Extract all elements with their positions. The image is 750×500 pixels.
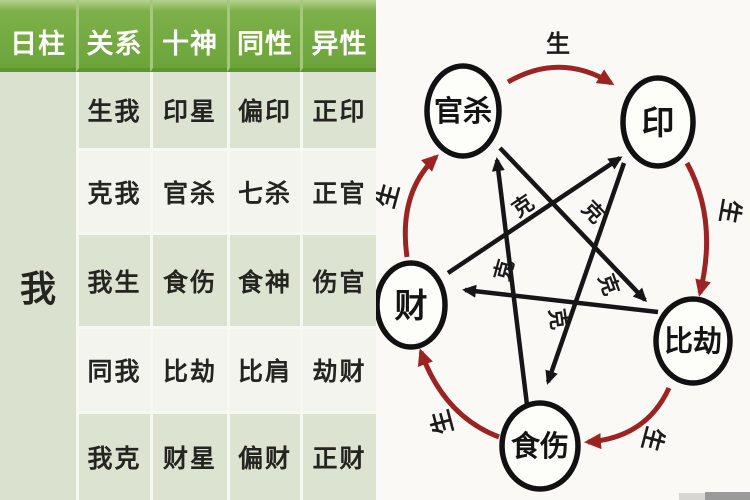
watermark-gray-bar [705, 492, 750, 500]
ten-gods-cycle-diagram: 官杀 印 比劫 食伤 财 生 生 生 生 生 克 克 克 克 克 [373, 0, 750, 500]
cell-same-polarity: 七杀 [227, 148, 300, 232]
cell-same-polarity: 偏印 [227, 72, 300, 148]
ke-arrow-guansha-bijie [498, 146, 648, 303]
node-guansha-label: 官杀 [434, 94, 492, 128]
sheng-arrow-shishang-cai [417, 348, 500, 440]
sheng-label-right: 生 [714, 197, 745, 225]
node-guansha-circle [424, 63, 502, 159]
cell-same-polarity: 比肩 [227, 326, 300, 411]
watermark-bar [679, 492, 750, 500]
cell-ten-god: 财星 [150, 411, 227, 500]
cell-opposite-polarity: 正财 [300, 411, 376, 500]
header-same-gender: 同性 [227, 0, 300, 72]
cell-ten-god: 官杀 [150, 148, 227, 232]
cell-opposite-polarity: 正官 [300, 148, 376, 232]
header-relation: 关系 [76, 0, 150, 72]
watermark-speckle [679, 493, 705, 500]
sheng-label-bottom-right: 生 [636, 424, 668, 454]
cell-same-polarity: 偏财 [227, 411, 300, 500]
cell-relation: 生我 [76, 72, 150, 148]
node-yin-label: 印 [642, 104, 675, 141]
cell-opposite-polarity: 劫财 [300, 326, 376, 411]
cell-opposite-polarity: 伤官 [300, 232, 376, 326]
cell-same-polarity: 食神 [227, 232, 300, 326]
sheng-arrow-cai-guansha [402, 154, 439, 258]
node-bijie-label: 比劫 [664, 325, 722, 358]
cell-relation: 我克 [76, 411, 150, 500]
node-bijie-circle [653, 296, 733, 386]
ke-arrow-shishang-guansha [491, 157, 531, 414]
ke-arrow-yin-shishang [545, 162, 627, 385]
cell-ten-god: 比劫 [150, 326, 227, 411]
cell-relation: 克我 [76, 148, 150, 232]
sheng-arrow-guansha-yin [506, 64, 615, 86]
ke-arrow-bijie-cai [462, 284, 659, 315]
node-cai-circle [374, 260, 448, 350]
sheng-label-top: 生 [546, 31, 570, 58]
node-yin-circle [620, 75, 696, 169]
node-shishang-label: 食伤 [511, 429, 569, 463]
cell-opposite-polarity: 正印 [300, 72, 376, 148]
day-master-cell: 我 [0, 72, 76, 500]
sheng-arrow-bijie-shishang [584, 386, 672, 450]
ke-label-5: 克 [545, 307, 571, 331]
cell-ten-god: 食伤 [150, 232, 227, 326]
sheng-label-left: 生 [376, 181, 405, 211]
header-day-pillar: 日柱 [0, 0, 76, 72]
ke-label-3: 克 [491, 257, 519, 283]
node-cai-label: 财 [395, 287, 428, 324]
sheng-arrow-yin-bijie [684, 161, 711, 297]
header-diff-gender: 异性 [300, 0, 376, 72]
ten-gods-table: 日柱 关系 十神 同性 异性 我 生我 印星 偏印 正印 克我 官杀 七杀 正官… [0, 0, 376, 500]
cell-relation: 同我 [76, 326, 150, 411]
node-shishang-circle [499, 400, 581, 492]
header-ten-god: 十神 [150, 0, 227, 72]
cell-ten-god: 印星 [150, 72, 227, 148]
sheng-label-bottom-left: 生 [427, 407, 459, 437]
ke-arrow-cai-yin [446, 156, 623, 275]
cell-relation: 我生 [76, 232, 150, 326]
